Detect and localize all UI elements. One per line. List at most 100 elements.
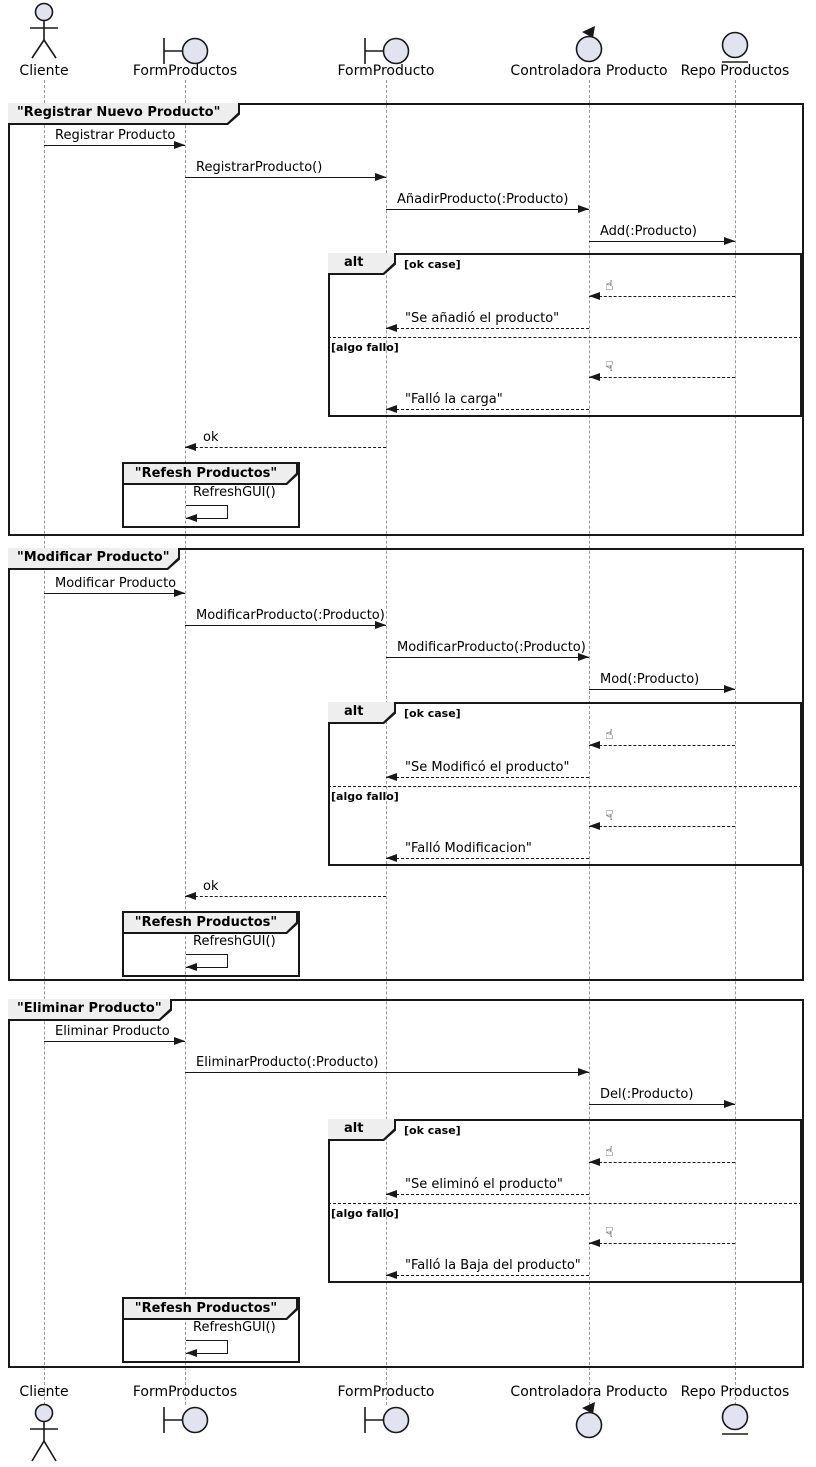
guard-ok: [ok case] bbox=[404, 707, 461, 720]
message-line bbox=[185, 177, 386, 178]
reply-label: "Falló la Baja del producto" bbox=[405, 1258, 581, 1273]
thumbs-up-icon: ☝ bbox=[605, 1144, 614, 1160]
alt-operator-tab: alt bbox=[328, 1119, 396, 1141]
return-line bbox=[589, 1162, 735, 1163]
arrowhead-left-icon bbox=[386, 1190, 397, 1198]
guard-fail: [algo fallo] bbox=[331, 1207, 399, 1220]
self-message-line bbox=[186, 518, 228, 519]
group-refresh: "Refesh Productos" bbox=[122, 1297, 300, 1363]
group-title: "Refesh Productos" bbox=[134, 915, 278, 930]
message-line bbox=[44, 593, 185, 594]
arrowhead-left-icon bbox=[386, 1271, 397, 1279]
arrowhead-right-icon bbox=[724, 685, 735, 693]
thumbs-down-icon: ☟ bbox=[605, 808, 614, 824]
arrowhead-right-icon bbox=[578, 205, 589, 213]
group-title: "Refesh Productos" bbox=[134, 1301, 278, 1316]
participant-label-controladora: Controladora Producto bbox=[510, 63, 668, 79]
self-message-label: RefreshGUI() bbox=[193, 934, 276, 949]
frame-title: "Eliminar Producto" bbox=[17, 1001, 162, 1016]
actor-icon bbox=[26, 2, 62, 64]
alt-divider bbox=[328, 786, 802, 787]
lifeline-formproducto bbox=[386, 80, 387, 1405]
arrowhead-right-icon bbox=[578, 653, 589, 661]
participant-label-repo: Repo Productos bbox=[680, 63, 790, 79]
return-line bbox=[386, 1275, 589, 1276]
message-line bbox=[386, 657, 589, 658]
lifeline-repo bbox=[735, 80, 736, 1405]
boundary-icon bbox=[362, 37, 410, 69]
alt-divider bbox=[328, 337, 802, 338]
alt-fragment: alt bbox=[328, 702, 802, 866]
arrowhead-right-icon bbox=[174, 1037, 185, 1045]
message-line bbox=[589, 1104, 735, 1105]
self-message-line bbox=[186, 505, 228, 506]
return-line bbox=[386, 328, 589, 329]
boundary-icon bbox=[161, 37, 209, 69]
self-message-line bbox=[227, 505, 228, 518]
arrowhead-left-icon bbox=[589, 1239, 600, 1247]
arrowhead-left-icon bbox=[185, 443, 196, 451]
message-label: AñadirProducto(:Producto) bbox=[397, 192, 569, 207]
group-title-bar: "Refesh Productos" bbox=[124, 913, 298, 934]
reply-label: "Falló Modificacion" bbox=[405, 841, 532, 856]
return-label: ok bbox=[203, 879, 219, 894]
group-title: "Refesh Productos" bbox=[134, 466, 278, 481]
entity-icon bbox=[719, 30, 751, 70]
thumbs-up-icon: ☝ bbox=[605, 727, 614, 743]
return-line bbox=[589, 745, 735, 746]
return-line bbox=[185, 896, 386, 897]
participant-label-formproducto: FormProducto bbox=[337, 1384, 435, 1400]
participant-label-cliente: Cliente bbox=[19, 1384, 69, 1400]
frame-eliminar: "Eliminar Producto" bbox=[8, 999, 804, 1368]
message-label: Del(:Producto) bbox=[600, 1087, 694, 1102]
arrowhead-left-icon bbox=[186, 1349, 197, 1357]
message-line bbox=[185, 625, 386, 626]
message-label: Registrar Producto bbox=[55, 128, 176, 143]
entity-icon bbox=[719, 1402, 751, 1442]
arrowhead-left-icon bbox=[589, 1158, 600, 1166]
boundary-icon bbox=[362, 1406, 410, 1438]
alt-fragment: alt bbox=[328, 1119, 802, 1283]
alt-operator: alt bbox=[344, 255, 364, 270]
message-line bbox=[589, 241, 735, 242]
participant-label-formproducto: FormProducto bbox=[337, 63, 435, 79]
message-label: Add(:Producto) bbox=[600, 224, 698, 239]
arrowhead-left-icon bbox=[386, 773, 397, 781]
self-message-line bbox=[186, 967, 228, 968]
arrowhead-left-icon bbox=[589, 373, 600, 381]
arrowhead-left-icon bbox=[386, 405, 397, 413]
self-message-label: RefreshGUI() bbox=[193, 485, 276, 500]
thumbs-up-icon: ☝ bbox=[605, 278, 614, 294]
alt-operator-tab: alt bbox=[328, 702, 396, 724]
self-message-line bbox=[227, 954, 228, 967]
arrowhead-right-icon bbox=[174, 141, 185, 149]
reply-label: "Se Modificó el producto" bbox=[405, 760, 570, 775]
self-message-label: RefreshGUI() bbox=[193, 1320, 276, 1335]
group-refresh: "Refesh Productos" bbox=[122, 462, 300, 528]
return-line bbox=[386, 777, 589, 778]
return-line bbox=[589, 826, 735, 827]
participant-label-formproductos: FormProductos bbox=[132, 1384, 238, 1400]
lifeline-cliente bbox=[44, 80, 45, 1405]
return-line bbox=[589, 296, 735, 297]
group-title-bar: "Refesh Productos" bbox=[124, 1299, 298, 1320]
reply-label: "Falló la carga" bbox=[405, 392, 503, 407]
message-label: ModificarProducto(:Producto) bbox=[397, 640, 586, 655]
arrowhead-right-icon bbox=[174, 589, 185, 597]
control-icon bbox=[573, 1402, 605, 1444]
reply-label: "Se eliminó el producto" bbox=[405, 1177, 563, 1192]
alt-operator: alt bbox=[344, 704, 364, 719]
return-line bbox=[386, 858, 589, 859]
guard-fail: [algo fallo] bbox=[331, 790, 399, 803]
arrowhead-left-icon bbox=[386, 854, 397, 862]
thumbs-down-icon: ☟ bbox=[605, 1225, 614, 1241]
message-label: Modificar Producto bbox=[55, 576, 177, 591]
return-line bbox=[589, 1243, 735, 1244]
arrowhead-left-icon bbox=[186, 514, 197, 522]
arrowhead-left-icon bbox=[386, 324, 397, 332]
lifeline-formproductos bbox=[185, 80, 186, 1405]
arrowhead-left-icon bbox=[589, 741, 600, 749]
return-label: ok bbox=[203, 430, 219, 445]
message-line bbox=[386, 209, 589, 210]
